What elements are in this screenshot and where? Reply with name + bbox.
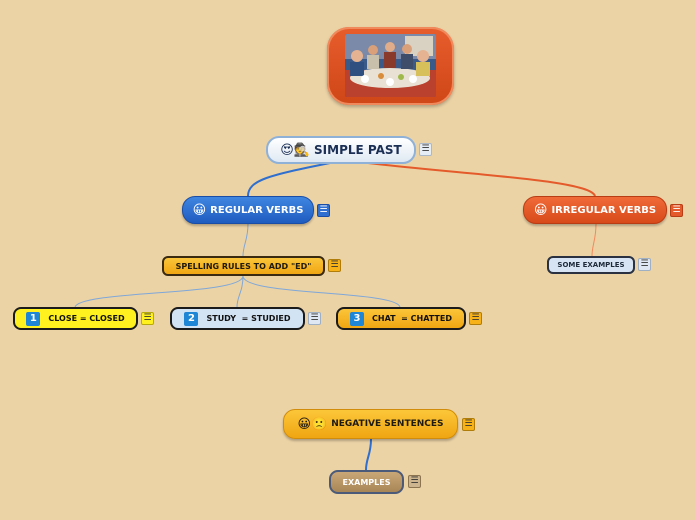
subtopic-spelling-rules[interactable]: SPELLING RULES TO ADD "ED" [162,256,325,276]
negative-sentences-label: NEGATIVE SENTENCES [331,419,444,429]
smile-emoji-icon: 😀 [192,202,207,218]
love-spy-emoji-icon: 😍🕵 [280,142,311,158]
number-1-icon: 1 [26,311,41,326]
link-spelling-rule2 [236,275,244,308]
rule-2-label: STUDY = STUDIED [206,314,291,323]
link-spelling-rule1 [74,275,244,308]
subtopic-some-examples[interactable]: SOME EXAMPLES [547,256,635,274]
subtopic-examples[interactable]: EXAMPLES [329,470,404,494]
some-examples-label: SOME EXAMPLES [557,261,625,269]
examples-label: EXAMPLES [342,477,391,487]
notes-icon[interactable]: ☰ [308,312,321,325]
notes-icon[interactable]: ☰ [638,258,651,271]
rule-3-label: CHAT = CHATTED [372,314,452,323]
smile-frown-emoji-icon: 😀🙁 [297,416,328,432]
link-central-regular [247,162,331,197]
number-3-icon: 3 [350,311,364,326]
topic-negative-sentences[interactable]: 😀🙁 NEGATIVE SENTENCES [283,409,458,439]
notes-icon[interactable]: ☰ [141,312,154,325]
link-negative-examples [365,438,372,471]
link-central-irregular [367,162,596,197]
central-topic-label: SIMPLE PAST [314,143,402,157]
notes-icon[interactable]: ☰ [408,475,421,488]
rule-chat-chatted[interactable]: 3 CHAT = CHATTED [336,307,466,330]
link-regular-spelling [242,223,249,257]
notes-icon[interactable]: ☰ [469,312,482,325]
link-spelling-rule3 [242,275,401,308]
dinner-photo-icon [345,34,436,97]
notes-icon[interactable]: ☰ [328,259,341,272]
regular-verbs-label: REGULAR VERBS [210,204,304,216]
rule-study-studied[interactable]: 2 STUDY = STUDIED [170,307,305,330]
notes-icon[interactable]: ☰ [462,418,475,431]
notes-icon[interactable]: ☰ [419,143,432,156]
number-2-icon: 2 [184,311,199,326]
notes-icon[interactable]: ☰ [317,204,330,217]
smile-emoji-icon: 😀 [533,202,548,218]
link-irregular-examples [591,223,597,257]
topic-regular-verbs[interactable]: 😀 REGULAR VERBS [182,196,314,224]
spelling-rules-label: SPELLING RULES TO ADD "ED" [175,261,312,271]
rule-1-label: CLOSE = CLOSE [48,314,119,323]
image-node[interactable] [327,27,454,105]
topic-irregular-verbs[interactable]: 😀 IRREGULAR VERBS [523,196,667,224]
irregular-verbs-label: IRREGULAR VERBS [551,204,657,216]
notes-icon[interactable]: ☰ [670,204,683,217]
central-topic-simple-past[interactable]: 😍🕵 SIMPLE PAST [266,136,416,164]
rule-1-suffix: D [118,314,125,323]
